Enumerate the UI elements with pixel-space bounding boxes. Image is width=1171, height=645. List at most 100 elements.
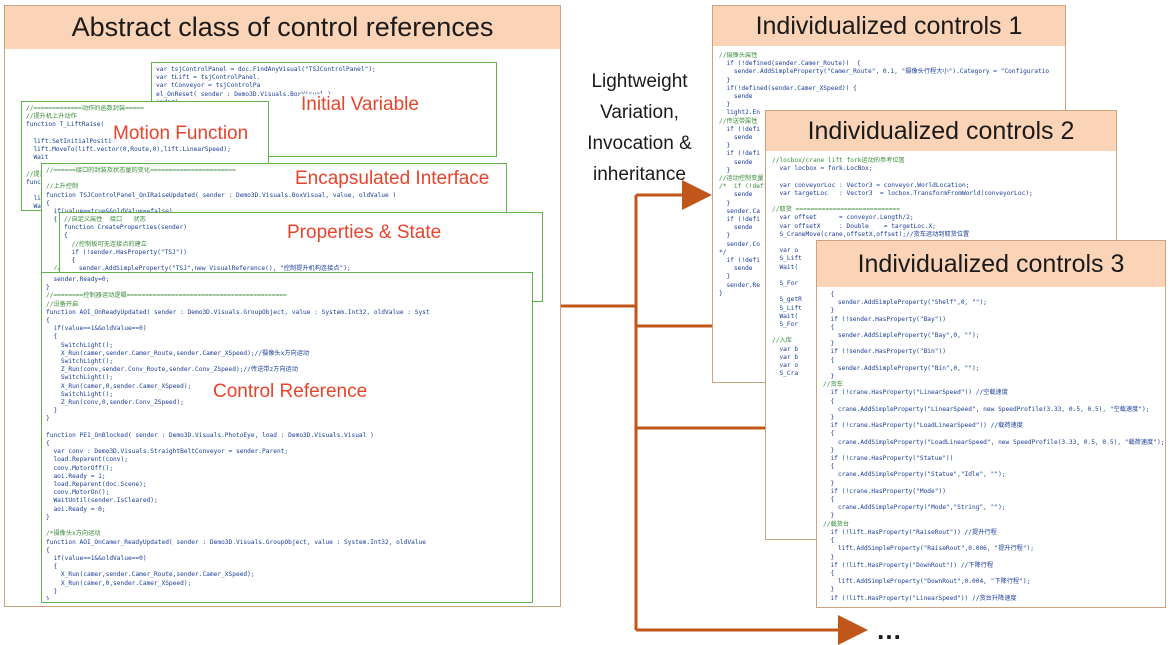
code-line: S_Lift <box>772 255 802 263</box>
code-line: //载货台 <box>823 520 850 528</box>
code-line: var offsetX : Double = targetLoc.X; <box>772 222 936 230</box>
code-line: { <box>823 537 835 545</box>
code-line: function AOI_OnReadyUpdated( sender : De… <box>46 308 430 316</box>
code-line: SwitchLight(); <box>46 358 114 366</box>
code-line: } <box>823 553 835 561</box>
code-line: var conveyorLoc : Vector3 = conveyor.Wor… <box>772 181 970 189</box>
code-line: var b <box>772 345 799 353</box>
code-line: sender.AddSimpleProperty("Bay",0, ""); <box>823 332 980 340</box>
code-line: } <box>719 289 723 297</box>
code-line: if(value==1&&oldValue==0) <box>46 554 147 562</box>
code-snippet: { sender.AddSimpleProperty("Shelf",0, ""… <box>823 291 1163 605</box>
code-line: } <box>46 407 58 415</box>
code-line: } <box>823 512 835 520</box>
code-line: lift.MoveTo(lift.vector(0,Route,0),lift.… <box>26 146 231 154</box>
code-line: crane.AddSimpleProperty("Mode","String",… <box>823 504 1006 512</box>
code-line: sende <box>719 224 753 232</box>
code-line: S_Cra <box>772 370 799 378</box>
code-line: function PE1_OnBlocked( sender : Demo3D.… <box>46 431 374 439</box>
code-line: function <box>26 179 266 187</box>
code-line: { <box>46 216 58 224</box>
code-line: WaitUntil(sender.IsCleared); <box>46 497 158 505</box>
code-line: //入库 <box>772 337 792 345</box>
code-line: sender.Re <box>719 281 760 289</box>
code-line: if (!defi <box>719 150 760 158</box>
code-line: if (!defined(sender.Camer_Route)) { <box>719 60 861 68</box>
code-line: //locbox/crane lift fork运动的参考位置 <box>772 157 905 164</box>
code-line: Z_Run(conv,sender.Conv_Route,sender.Conv… <box>46 366 298 374</box>
code-line: { <box>823 463 835 471</box>
code-line: if (!lift.HasProperty("RaiseRout")) //提升… <box>823 528 997 536</box>
more-controls-ellipsis: … <box>876 615 902 645</box>
code-line: } <box>46 415 50 423</box>
code-line: X_Run(camer,0,sender.Camer_XSpeed); <box>46 579 192 587</box>
code-line: S_For <box>772 321 799 329</box>
code-snippet: sender.Ready=0;} //========控制器运动逻辑=======… <box>46 276 530 600</box>
code-line: X_Run(camer,sender.Camer_Route,sender.Ca… <box>46 349 310 357</box>
code-line: S_getR <box>772 296 802 304</box>
code-snippet: //locbox/crane lift fork运动的参考位置 var locb… <box>772 157 1114 537</box>
code-line: S_For <box>772 280 799 288</box>
code-line: load.Reparent(conv); <box>46 456 128 464</box>
code-line: { <box>823 569 835 577</box>
code-line: if (!crane.HasProperty("Statue")) <box>823 455 954 463</box>
code-line: load.Reparent(doc.Scene); <box>46 481 147 489</box>
code-line: { <box>46 563 58 571</box>
code-line: if (!crane.HasProperty("LoadLinearSpeed"… <box>823 422 1023 430</box>
variation-caption: Lightweight Variation, Invocation & inhe… <box>562 66 717 190</box>
code-line: var tLift = tsjControlPanel. <box>156 74 261 82</box>
code-line: if (!defi <box>719 125 760 133</box>
code-line: if (!sender.HasProperty("Bay")) <box>823 315 946 323</box>
code-line: //提升机上升动作 <box>26 113 77 121</box>
code-line: function T_LiftRaise( <box>26 121 105 129</box>
code-line: { <box>823 397 835 405</box>
caption-line: Lightweight <box>591 71 688 92</box>
code-line: sende <box>719 265 753 273</box>
code-line: Wait <box>26 154 49 162</box>
code-line: //传送带属性 <box>719 117 758 125</box>
code-line: conv.MotorOn(); <box>46 489 110 497</box>
label-control-reference: Control Reference <box>211 381 370 403</box>
code-line: sende <box>719 191 753 199</box>
code-line: if(value==true&&oldValue==false) <box>46 208 504 216</box>
code-line: } <box>719 142 731 150</box>
code-line: //=============动作的函数封装===== <box>26 105 144 112</box>
code-line: } <box>823 479 835 487</box>
code-line: SwitchLight(); <box>46 374 114 382</box>
code-line: if (!sender.HasProperty("Bin")) <box>823 348 946 356</box>
individualized-controls-3-title: Individualized controls 3 <box>817 241 1165 287</box>
code-snippet: //摄像头属性 if (!defined(sender.Camer_Route)… <box>719 52 1063 380</box>
code-line: crane.AddSimpleProperty("LinearSpeed", n… <box>823 405 1150 413</box>
code-line: } <box>46 595 50 600</box>
code-line: //提升机 <box>26 170 53 178</box>
code-line: { <box>46 440 50 448</box>
code-line: SwitchLight(); <box>46 341 114 349</box>
label-encapsulated-interface: Encapsulated Interface <box>293 168 492 190</box>
code-line: /* if (!defin <box>719 183 772 191</box>
code-line: if (!crane.HasProperty("Mode")) <box>823 487 946 495</box>
code-line: } <box>719 166 731 174</box>
code-line: var targetLoc : Vector3 = locbox.Transfo… <box>772 189 1033 197</box>
code-line: { <box>823 430 835 438</box>
code-line: //自定义属性 接口 状态 <box>64 216 146 223</box>
individualized-controls-3-panel: Individualized controls 3 { sender.AddSi… <box>816 240 1166 608</box>
code-line: S_CraneMove(crane,offsetX,offset);//货车运动… <box>772 230 970 238</box>
code-line: } <box>719 101 731 109</box>
code-line: sender.AddSimpleProperty("Bin",0, ""); <box>823 364 980 372</box>
code-line: } <box>823 307 835 315</box>
code-line: //设备开启 <box>46 300 79 308</box>
caption-line: inheritance <box>593 164 686 185</box>
label-motion-function: Motion Function <box>111 123 251 145</box>
code-line: { <box>823 323 835 331</box>
label-properties-state: Properties & State <box>285 222 444 244</box>
code-line: //========控制器运动逻辑=======================… <box>46 292 287 300</box>
code-line: { <box>64 232 68 240</box>
code-line: var conv : Demo3D.Visuals.StraightBeltCo… <box>46 448 289 456</box>
code-line: var o <box>772 247 799 255</box>
code-line: sender.Ready=0; <box>46 276 110 283</box>
code-line: //运动控制变量 <box>719 175 764 183</box>
code-line: } <box>823 446 835 454</box>
code-line: } <box>823 340 835 348</box>
code-line: sender.Co <box>719 240 760 248</box>
